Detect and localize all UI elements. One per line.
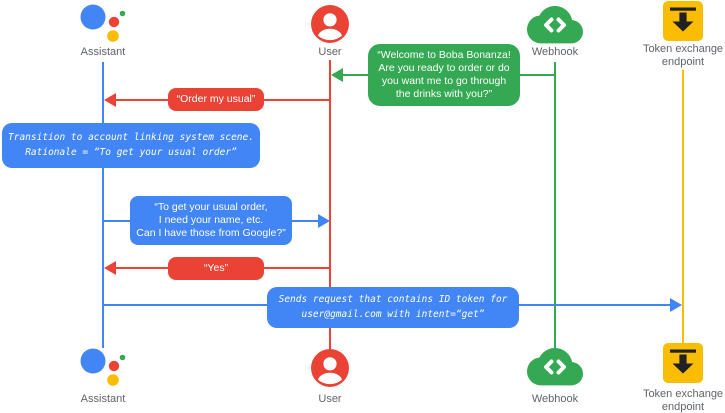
- order-my-usual-bubble: “Order my usual”: [168, 88, 264, 111]
- arrow-head-right-icon: [670, 298, 682, 312]
- actor-label-token-endpoint: Token exchange endpoint: [642, 388, 724, 413]
- welcome-message-bubble: “Welcome to Boba Bonanza! Are you ready …: [368, 44, 520, 106]
- sends-id-token-note-box: Sends request that contains ID token for…: [267, 287, 519, 328]
- webhook-lifeline: [554, 62, 556, 349]
- token-endpoint-lifeline: [682, 70, 684, 344]
- actor-label-assistant: Assistant: [80, 393, 126, 405]
- need-your-name-bubble: “To get your usual order, I need your na…: [130, 196, 292, 245]
- arrow-head-left-icon: [104, 261, 116, 275]
- webhook-cloud-icon: [527, 6, 583, 44]
- actor-label-webhook: Webhook: [531, 46, 579, 58]
- assistant-lifeline: [102, 62, 104, 348]
- arrow-head-right-icon: [318, 214, 330, 228]
- actor-label-user: User: [318, 46, 342, 58]
- yes-bubble: “Yes”: [168, 257, 264, 280]
- user-icon: [311, 5, 349, 43]
- arrow-head-left-icon: [104, 93, 116, 107]
- actor-label-webhook: Webhook: [531, 393, 579, 405]
- user-icon: [311, 349, 349, 387]
- webhook-cloud-icon: [527, 348, 583, 386]
- google-assistant-icon: [80, 4, 126, 42]
- transition-note-box: Transition to account linking system sce…: [2, 123, 260, 168]
- user-lifeline: [329, 60, 331, 349]
- arrow-head-left-icon: [331, 68, 343, 82]
- actor-label-user: User: [318, 393, 342, 405]
- actor-label-assistant: Assistant: [80, 46, 126, 58]
- actor-label-token-endpoint: Token exchange endpoint: [642, 43, 724, 68]
- token-exchange-icon: [663, 1, 703, 41]
- token-exchange-icon: [663, 343, 703, 383]
- google-assistant-icon: [80, 348, 126, 386]
